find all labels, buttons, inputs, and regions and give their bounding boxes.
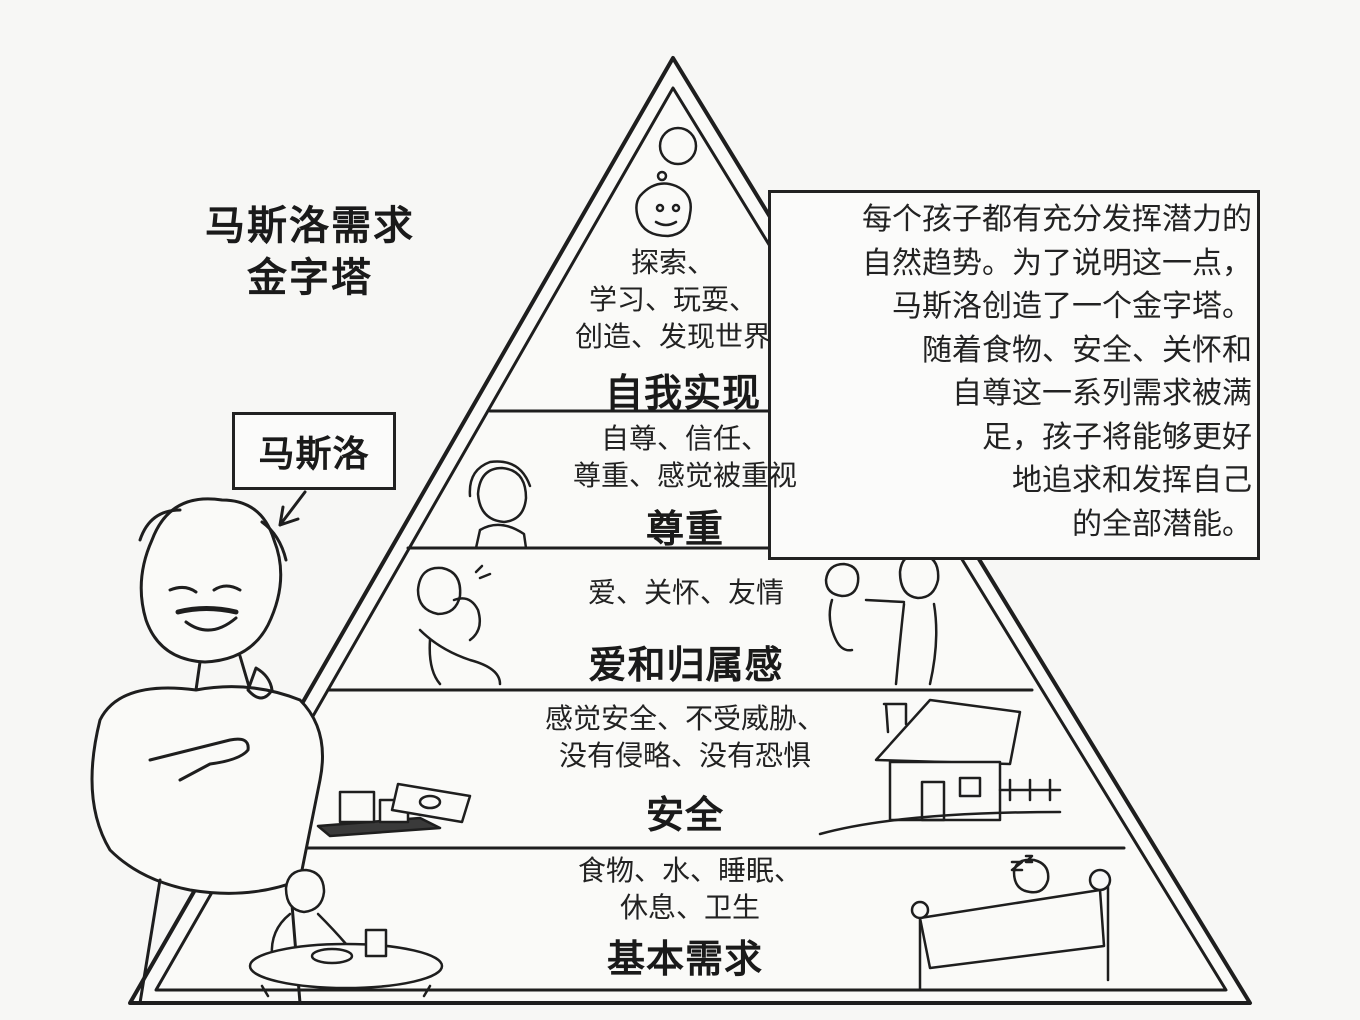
title-line-2: 金字塔 [247, 255, 373, 301]
self-actualization-items: 探索、 学习、玩耍、 创造、发现世界 [543, 244, 803, 355]
esteem-items: 自尊、信任、 尊重、感觉被重视 [530, 420, 840, 494]
level-item: 学习、玩耍、 [588, 283, 757, 316]
physiological-illustration [248, 854, 1112, 998]
maslow-name-text: 马斯洛 [258, 434, 370, 475]
level-item: 食物、水、睡眠、 [577, 854, 802, 887]
love-items: 爱、关怀、友情 [546, 574, 826, 611]
label-arrow [278, 490, 307, 527]
level-item: 休息、卫生 [619, 891, 760, 924]
description-line-3: 马斯洛创造了一个金字塔。 [892, 289, 1252, 324]
description-line-1: 每个孩子都有充分发挥潜力的 [862, 202, 1252, 237]
thinking-child-illustration [635, 126, 698, 238]
description-line-8: 的全部潜能。 [1072, 506, 1252, 542]
safety-items: 感觉安全、不受威胁、 没有侵略、没有恐惧 [510, 700, 860, 774]
description-text: 每个孩子都有充分发挥潜力的 自然趋势。为了说明这一点， 马斯洛创造了一个金字塔。… [782, 198, 1252, 546]
safety-title: 安全 [645, 793, 724, 837]
physiological-items: 食物、水、睡眠、 休息、卫生 [550, 852, 830, 926]
esteem-title: 尊重 [645, 507, 724, 551]
level-item: 爱、关怀、友情 [587, 576, 784, 609]
physiological-title: 基本需求 [606, 937, 763, 981]
level-item: 尊重、感觉被重视 [572, 459, 797, 492]
title-line-1: 马斯洛需求 [205, 203, 415, 249]
diagram-title: 马斯洛需求 金字塔 [170, 200, 450, 304]
maslow-name-label: 马斯洛 [232, 412, 396, 490]
description-line-4: 随着食物、安全、关怀和 [922, 332, 1252, 368]
level-item: 探索、 [630, 246, 715, 279]
description-box [768, 190, 1260, 560]
description-line-7: 地追求和发挥自己 [1012, 463, 1252, 498]
level-item: 自尊、信任、 [600, 422, 769, 455]
love-illustration [416, 552, 940, 686]
safety-illustration [316, 698, 1062, 838]
self-actualization-title: 自我实现 [604, 371, 761, 415]
description-line-2: 自然趋势。为了说明这一点， [862, 245, 1252, 281]
description-line-5: 自尊这一系列需求被满 [952, 376, 1252, 411]
description-line-6: 足，孩子将能够更好 [982, 419, 1252, 455]
level-item: 没有侵略、没有恐惧 [558, 739, 811, 772]
love-title: 爱和归属感 [588, 643, 784, 687]
level-item: 创造、发现世界 [574, 320, 771, 353]
level-item: 感觉安全、不受威胁、 [544, 702, 825, 735]
